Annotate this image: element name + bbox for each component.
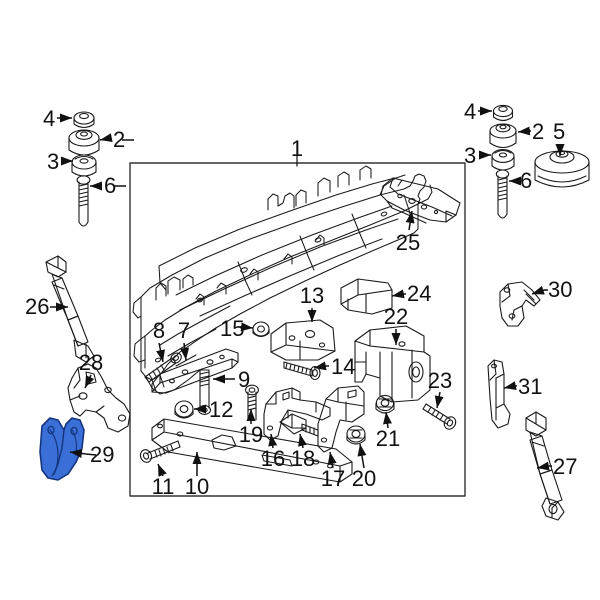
part-24-support-bracket <box>340 278 393 315</box>
leader-2b <box>517 126 531 136</box>
callout-19: 19 <box>239 422 263 447</box>
callout-7: 7 <box>178 318 190 343</box>
part-28-shock-bracket <box>67 363 131 433</box>
leader-2a <box>99 133 113 143</box>
part-6-body-mount-bolt-left <box>76 175 91 227</box>
part-2-upper-bushing-right <box>489 123 517 149</box>
callout-20: 20 <box>352 466 376 491</box>
callout-18: 18 <box>291 446 315 471</box>
part-5-large-body-mount-bushing <box>534 150 590 188</box>
callout-28: 28 <box>79 350 103 375</box>
callout-23: 23 <box>428 368 452 393</box>
part-4-body-mount-retainer-right <box>492 104 514 122</box>
part-15-nut-small <box>252 321 270 338</box>
part-13-bracket-mount <box>270 319 336 361</box>
leader-lines <box>56 106 565 477</box>
callout-13: 13 <box>300 283 324 308</box>
part-17-arm-bracket-right <box>317 385 365 453</box>
part-4-body-mount-retainer-left <box>73 111 95 129</box>
leader-17 <box>327 451 337 469</box>
leader-7 <box>180 342 190 361</box>
leader-23 <box>434 391 444 409</box>
callout-3a: 3 <box>47 149 59 174</box>
callout-17: 17 <box>321 466 345 491</box>
callout-5: 5 <box>553 119 565 144</box>
callout-26: 26 <box>25 294 49 319</box>
part-11-crossmember-bolt <box>139 440 181 463</box>
leader-11 <box>157 463 167 477</box>
part-16-arm-bracket-left <box>263 387 331 441</box>
stem-29 <box>85 453 97 456</box>
part-8-bracket-bolt <box>144 352 182 383</box>
callout-8: 8 <box>153 318 165 343</box>
part-27-rear-shock-absorber <box>525 411 565 521</box>
part-31-stiffener-plate <box>487 359 511 429</box>
leader-21 <box>383 411 392 429</box>
part-3-lower-bushing-left <box>71 154 97 177</box>
leader-18 <box>298 433 307 449</box>
leader-20 <box>357 443 367 469</box>
callout-labels: 1 2 3 4 6 2 3 4 5 6 7 8 9 10 11 12 13 14… <box>25 99 577 499</box>
leader-30 <box>531 285 545 295</box>
callout-16: 16 <box>261 446 285 471</box>
callout-10: 10 <box>185 474 209 499</box>
callout-22: 22 <box>384 304 408 329</box>
callout-9: 9 <box>238 367 250 392</box>
part-20-flange-nut-lower <box>346 425 366 445</box>
callout-30: 30 <box>548 277 572 302</box>
callout-2b: 2 <box>532 119 544 144</box>
callout-6b: 6 <box>520 168 532 193</box>
part-25-rear-crossmember <box>380 177 461 224</box>
callout-24: 24 <box>407 281 431 306</box>
leader-stems <box>50 110 552 467</box>
leader-25 <box>405 210 415 231</box>
part-23-crossmember-bolt-long <box>422 403 457 430</box>
part-10-crossmember <box>151 418 353 483</box>
leader-24 <box>391 289 405 299</box>
callout-4b: 4 <box>464 99 476 124</box>
part-29-shock-mount-bracket-highlighted <box>39 417 85 481</box>
part-3-lower-bushing-right <box>491 149 515 171</box>
callout-21: 21 <box>376 426 400 451</box>
callout-4a: 4 <box>43 106 55 131</box>
part-22-transmission-crossmember <box>354 325 431 403</box>
callout-15: 15 <box>220 316 244 341</box>
callout-2a: 2 <box>113 127 125 152</box>
leader-15 <box>240 322 254 332</box>
callout-1: 1 <box>291 136 303 161</box>
callout-14: 14 <box>331 354 355 379</box>
callout-31: 31 <box>518 374 542 399</box>
callout-6a: 6 <box>104 173 116 198</box>
part-30-angle-bracket <box>499 281 541 327</box>
callout-11: 11 <box>152 474 175 499</box>
part-26-front-shock-absorber <box>45 255 95 363</box>
leader-14 <box>313 361 327 371</box>
leader-16 <box>268 433 278 449</box>
leader-8 <box>156 342 165 363</box>
leader-28 <box>84 374 95 389</box>
leader-31 <box>503 381 517 391</box>
leader-27 <box>536 461 550 471</box>
part-18-link-pin <box>279 413 319 437</box>
callout-27: 27 <box>553 454 577 479</box>
callout-12: 12 <box>209 397 233 422</box>
part-12-nut <box>174 400 194 419</box>
callout-3b: 3 <box>464 143 476 168</box>
frame-rail-drawing <box>132 165 433 395</box>
part-6-body-mount-bolt-right <box>495 169 510 219</box>
callout-25: 25 <box>396 230 420 255</box>
leader-29 <box>69 449 87 458</box>
part-2-upper-bushing-left <box>68 129 100 156</box>
part-7-bracket-rail <box>151 348 239 394</box>
